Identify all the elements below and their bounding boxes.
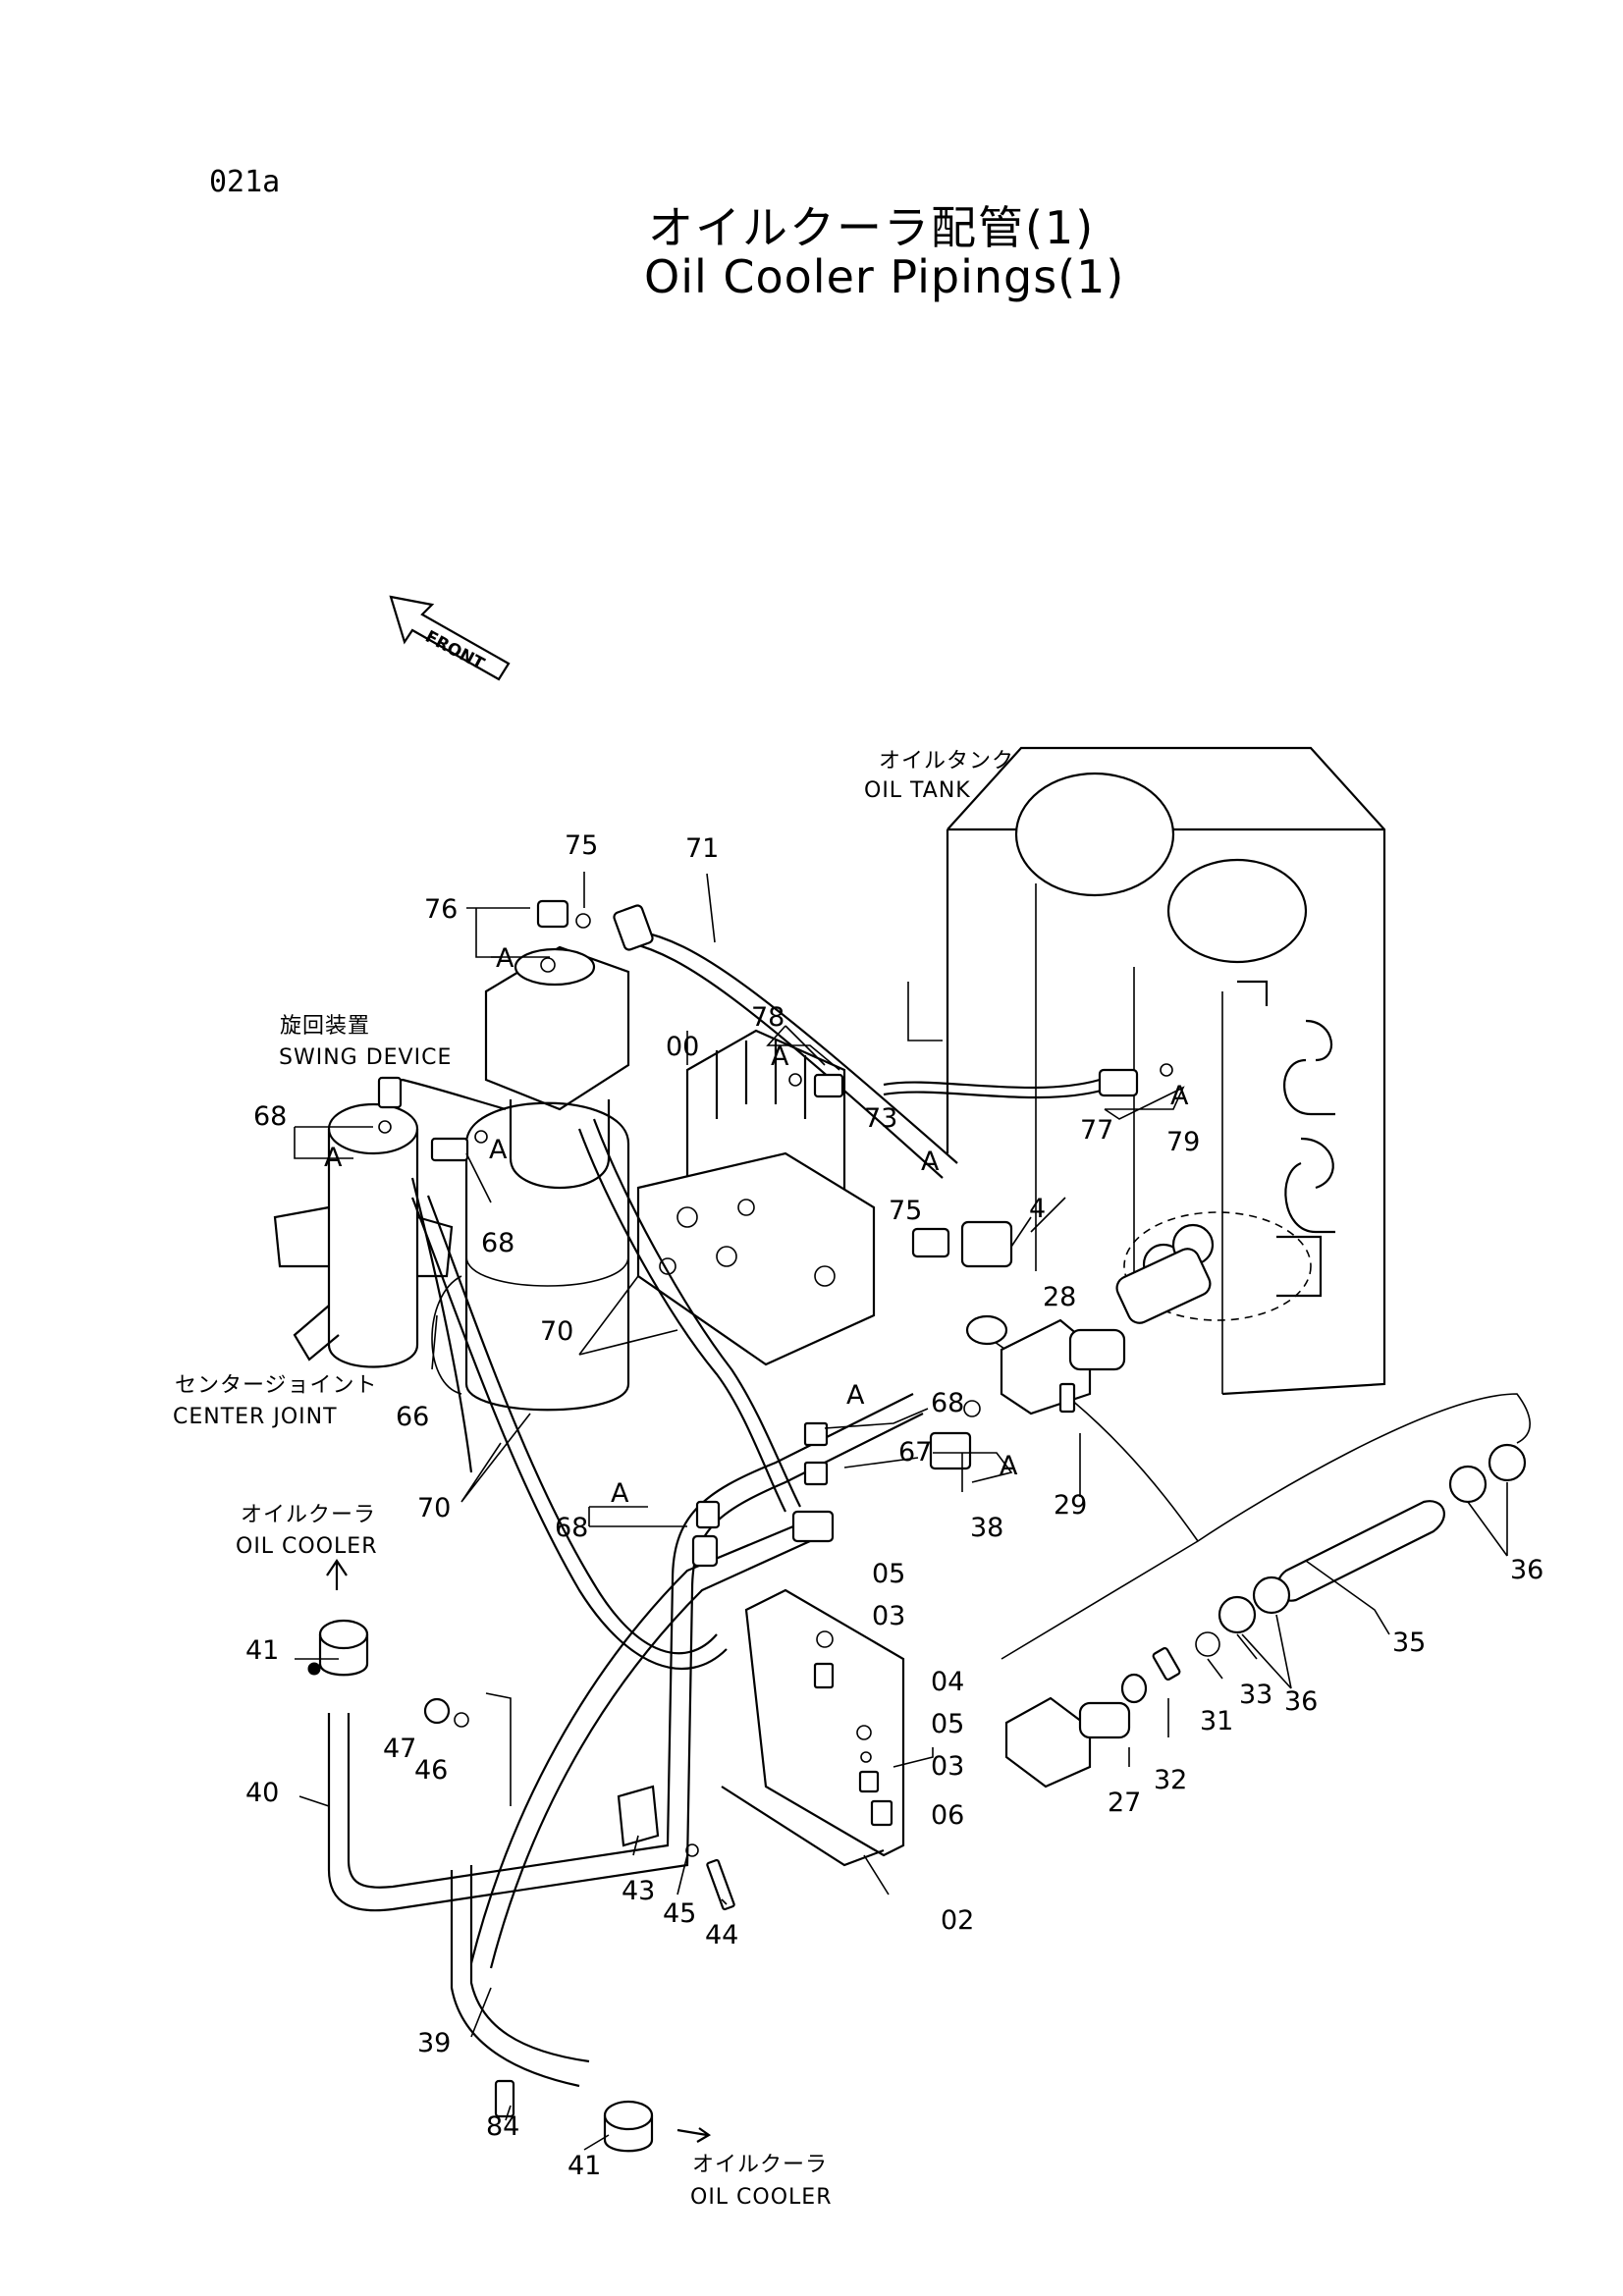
part-label: 67 xyxy=(898,1437,932,1468)
part-label: 73 xyxy=(864,1103,897,1134)
part-label: 00 xyxy=(666,1032,699,1062)
swing-device-caption-en: SWING DEVICE xyxy=(279,1045,452,1070)
part-label: 31 xyxy=(1200,1706,1233,1736)
part-label: 66 xyxy=(396,1402,429,1432)
part-label: A xyxy=(771,1041,789,1072)
oil-cooler-top-caption-en: OIL COOLER xyxy=(236,1534,378,1559)
part-label: 68 xyxy=(481,1228,514,1258)
part-label: 46 xyxy=(414,1755,448,1786)
part-label: 36 xyxy=(1284,1686,1318,1717)
part-label: 68 xyxy=(555,1513,588,1543)
center-joint xyxy=(273,1102,454,1368)
part-label: 77 xyxy=(1080,1115,1113,1146)
oil-cooler-top-caption-jp: オイルクーラ xyxy=(241,1503,376,1527)
control-valve xyxy=(636,1029,876,1366)
captions: オイルタンク OIL TANK 旋回装置 SWING DEVICE センタージョ… xyxy=(173,749,1014,2210)
part-label: 03 xyxy=(931,1751,964,1782)
leader-lines xyxy=(294,872,1508,2151)
part-label: 40 xyxy=(245,1778,279,1808)
title-japanese: オイルクーラ配管(1) xyxy=(648,201,1096,254)
center-joint-caption-en: CENTER JOINT xyxy=(173,1405,338,1429)
oil-cooler-bottom-caption-jp: オイルクーラ xyxy=(692,2153,828,2177)
part-label: 43 xyxy=(622,1876,655,1906)
page-id: 021a xyxy=(209,165,281,199)
part-label: 02 xyxy=(941,1905,974,1936)
part-label: 35 xyxy=(1392,1628,1426,1658)
part-label: 76 xyxy=(424,894,458,925)
part-label: A xyxy=(921,1147,940,1177)
part-label: 39 xyxy=(417,2028,451,2058)
part-label: 79 xyxy=(1166,1127,1200,1157)
part-label: 06 xyxy=(931,1800,964,1831)
part-label: 4 xyxy=(1029,1194,1046,1224)
part-label: 03 xyxy=(872,1601,905,1631)
part-label: A xyxy=(1000,1451,1018,1481)
part-label: 27 xyxy=(1108,1788,1141,1818)
part-label: 41 xyxy=(568,2151,601,2181)
part-label: 04 xyxy=(931,1667,964,1697)
part-label: A xyxy=(496,943,514,974)
swing-device-caption-jp: 旋回装置 xyxy=(280,1014,370,1039)
part-label: 71 xyxy=(685,833,719,864)
part-label: 41 xyxy=(245,1635,279,1666)
part-label: 70 xyxy=(417,1493,451,1523)
part-label: 75 xyxy=(565,830,598,861)
part-label: 05 xyxy=(931,1709,964,1739)
part-label: 68 xyxy=(931,1388,964,1418)
center-joint-caption-jp: センタージョイント xyxy=(175,1373,378,1398)
part-label: 33 xyxy=(1239,1680,1272,1710)
part-label: A xyxy=(846,1380,865,1411)
hoses xyxy=(327,929,1531,2088)
part-label: 75 xyxy=(889,1196,922,1226)
part-label: 36 xyxy=(1510,1555,1543,1585)
part-label: A xyxy=(611,1478,629,1509)
part-label: 44 xyxy=(705,1920,738,1950)
part-label: 78 xyxy=(751,1002,784,1033)
oil-cooler-bottom-caption-en: OIL COOLER xyxy=(690,2185,833,2210)
part-label: 05 xyxy=(872,1559,905,1589)
part-label: A xyxy=(324,1143,343,1173)
part-label: 47 xyxy=(383,1734,416,1764)
part-number-labels: 75 71 76 A 78 A 00 68 A A 68 73 A 75 4 7… xyxy=(245,830,1543,2181)
swing-device xyxy=(431,945,630,1412)
part-label: A xyxy=(489,1135,508,1165)
part-label: 68 xyxy=(253,1101,287,1132)
part-label: 28 xyxy=(1043,1282,1076,1312)
part-label: 32 xyxy=(1154,1765,1187,1795)
oil-tank-caption-jp: オイルタンク xyxy=(879,749,1014,774)
part-label: A xyxy=(1170,1081,1189,1111)
front-arrow: FRONT xyxy=(389,595,511,681)
part-label: 70 xyxy=(540,1316,573,1347)
part-label: 38 xyxy=(970,1513,1003,1543)
oil-tank-caption-en: OIL TANK xyxy=(864,778,971,803)
oil-tank xyxy=(946,746,1386,1396)
part-label: 84 xyxy=(486,2111,519,2142)
title-english: Oil Cooler Pipings(1) xyxy=(644,250,1125,303)
fittings xyxy=(307,899,1527,2153)
part-label: 29 xyxy=(1054,1490,1087,1521)
part-label: 45 xyxy=(663,1898,696,1929)
